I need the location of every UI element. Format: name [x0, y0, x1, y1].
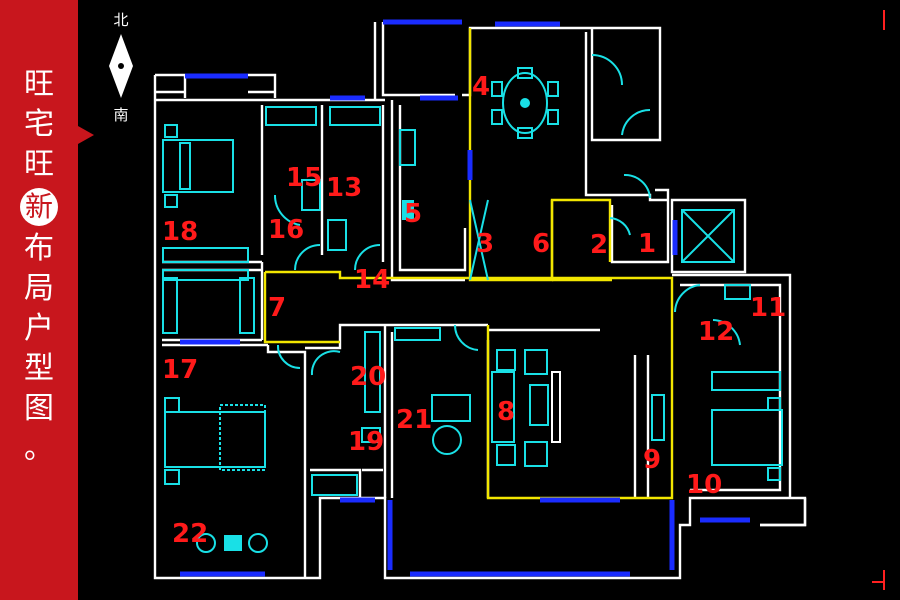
bed-icon — [164, 397, 266, 485]
wardrobe-icon — [239, 277, 255, 334]
windows — [180, 19, 750, 577]
room-label-8: 8 — [497, 397, 515, 427]
compass: 北 南 — [109, 11, 133, 124]
wardrobe-icon — [711, 371, 781, 391]
wardrobe-icon — [162, 269, 249, 281]
wardrobe-icon — [162, 277, 178, 334]
table-set-icon — [196, 533, 268, 553]
desk-icon — [431, 394, 471, 455]
room-label-17: 17 — [162, 355, 198, 385]
dining-table-icon — [491, 67, 559, 139]
room-label-18: 18 — [162, 217, 198, 247]
sliding-door-icon — [394, 327, 441, 341]
stove-icon — [399, 129, 416, 166]
door-swing-icon — [712, 319, 741, 346]
bathtub-icon — [265, 106, 317, 126]
room-label-2: 2 — [590, 230, 608, 260]
room-label-13: 13 — [326, 173, 362, 203]
bathtub-icon — [329, 106, 381, 126]
room-label-11: 11 — [750, 293, 786, 323]
walls — [153, 22, 807, 580]
banner-char: 旺 — [24, 147, 54, 182]
room-label-3: 3 — [476, 229, 494, 259]
room-label-6: 6 — [532, 229, 550, 259]
wardrobe-icon — [162, 247, 249, 263]
sofa-set-icon — [491, 349, 561, 467]
room-label-9: 9 — [643, 445, 661, 475]
banner-char: 局 — [24, 271, 54, 306]
compass-north-label: 北 — [113, 11, 128, 29]
banner-char-highlight: 新 — [20, 188, 58, 226]
door-swing-icon — [294, 244, 321, 271]
toilet-icon — [301, 179, 321, 211]
sink-icon — [361, 427, 381, 443]
room-label-15: 15 — [286, 163, 322, 193]
door-swing-icon — [621, 108, 651, 136]
room-label-14: 14 — [354, 265, 390, 295]
room-label-1: 1 — [638, 229, 656, 259]
door-swing-icon — [276, 344, 301, 370]
banner-char: 图 — [24, 391, 54, 426]
door-swing-icon — [273, 194, 301, 226]
cabinet-icon — [364, 331, 381, 413]
room-labels: 1 2 3 4 5 6 7 8 9 10 11 12 13 14 15 16 1… — [162, 72, 786, 549]
sink-icon — [724, 284, 751, 300]
sliding-door-icon — [469, 199, 489, 281]
banner-char: 宅 — [24, 107, 54, 142]
frame-corner-marks — [872, 10, 885, 590]
door-swing-icon — [453, 324, 479, 351]
bathtub-icon — [311, 474, 358, 496]
side-banner: 旺 宅 旺 新 布 局 户 型 图 。 — [0, 0, 94, 600]
center-zone-outline — [263, 28, 674, 500]
door-swing-icon — [674, 284, 701, 313]
banner-char: 户 — [24, 311, 54, 346]
room-label-22: 22 — [172, 519, 208, 549]
compass-south-label: 南 — [113, 106, 128, 124]
door-swing-icon — [310, 350, 341, 376]
door-swing-icon — [354, 244, 381, 271]
door-swing-icon — [609, 217, 631, 236]
banner-char: 布 — [24, 231, 54, 266]
banner-title: 旺 宅 旺 新 布 局 户 型 图 。 — [0, 68, 78, 466]
room-label-16: 16 — [268, 215, 304, 245]
room-label-21: 21 — [396, 405, 432, 435]
banner-char: 型 — [24, 351, 54, 386]
banner-char: 旺 — [24, 67, 54, 102]
room-label-10: 10 — [686, 470, 722, 500]
room-label-19: 19 — [348, 427, 384, 457]
room-label-12: 12 — [698, 317, 734, 347]
sink-icon — [402, 200, 414, 220]
door-swing-icon — [623, 173, 651, 199]
room-label-5: 5 — [404, 199, 422, 229]
room-label-20: 20 — [350, 362, 386, 392]
room-label-7: 7 — [268, 293, 286, 323]
elevator-shaft-icon — [681, 209, 735, 263]
banner-char: 。 — [24, 431, 54, 466]
bed-icon — [162, 124, 234, 208]
door-swing-icon — [591, 54, 623, 86]
room-label-4: 4 — [472, 72, 490, 102]
toilet-icon — [327, 219, 347, 251]
tv-cabinet-icon — [651, 394, 665, 441]
furniture — [162, 54, 783, 553]
bed-icon — [711, 397, 783, 481]
